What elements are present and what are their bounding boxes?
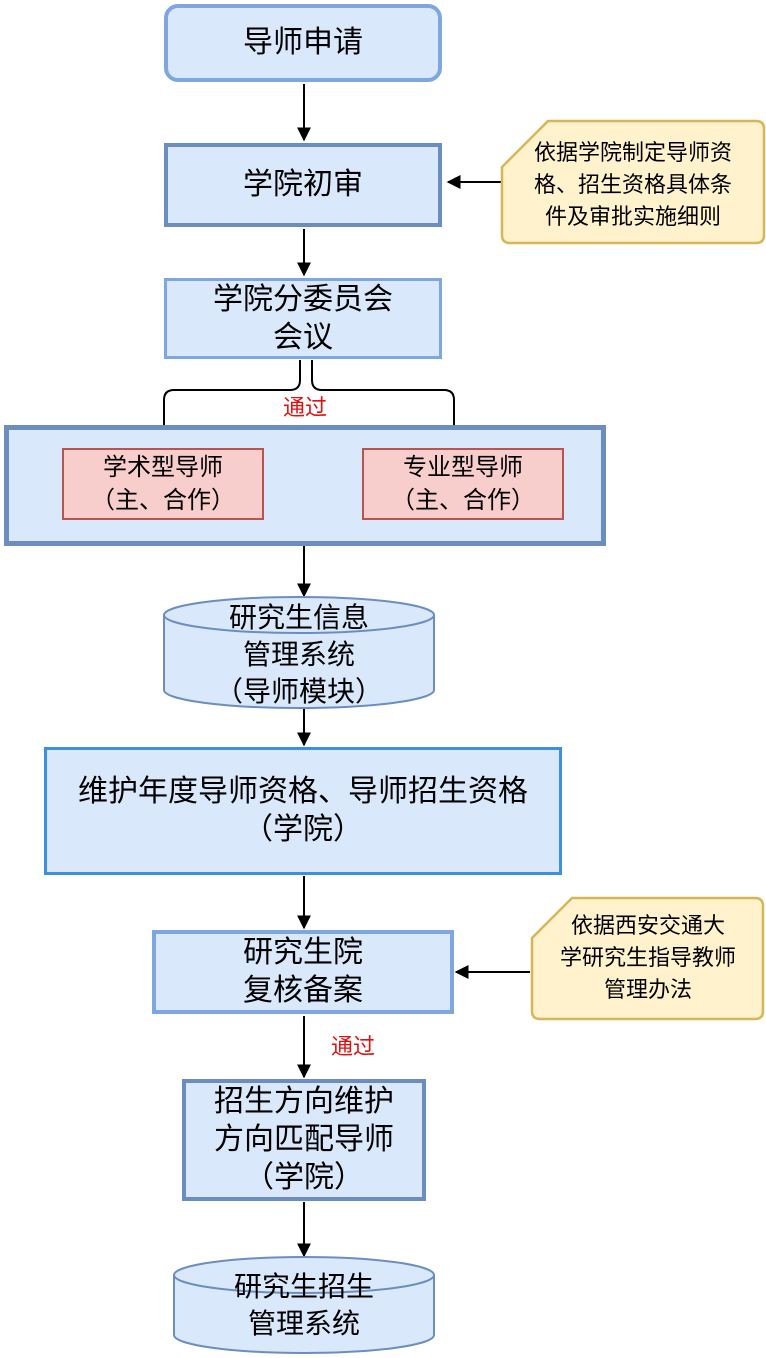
node-initial-review: 学院初审	[164, 143, 442, 227]
node-admission-system-line1: 研究生招生	[233, 1270, 374, 1303]
node-info-system-line3: （导师模块）	[214, 674, 383, 708]
node-admission-system-line2: 管理系统	[247, 1307, 360, 1340]
node-maintain-line1: 维护年度导师资格、导师招生资格	[78, 774, 528, 809]
node-graduate-review: 研究生院 复核备案	[152, 930, 454, 1014]
node-maintain-line2: （学院）	[243, 812, 363, 847]
node-committee-meeting: 学院分委员会 会议	[164, 278, 442, 359]
node-committee-line1: 学院分委员会	[213, 281, 393, 317]
node-direction-line1: 招生方向维护	[214, 1084, 394, 1119]
node-info-system-line1: 研究生信息	[228, 600, 369, 634]
info-system-cylinder	[163, 596, 435, 709]
note2-line3: 管理办法	[603, 978, 692, 1003]
note2-line1: 依据西安交通大	[570, 914, 725, 939]
edge-label-pass-1: 通过	[282, 396, 327, 421]
node-direction-line2: 方向匹配导师	[214, 1122, 394, 1157]
node-graduate-review-line1: 研究生院	[243, 935, 363, 970]
node-initial-review-text: 学院初审	[243, 167, 363, 202]
edge-label-pass-2: 通过	[330, 1035, 375, 1060]
note2-shape	[530, 896, 765, 1021]
node-academic-tutor: 学术型导师 （主、合作）	[62, 448, 264, 520]
note1-line1: 依据学院制定导师资	[533, 141, 732, 166]
note1-shape	[500, 119, 766, 245]
note-university-rules: 依据西安交通大 学研究生指导教师 管理办法	[534, 904, 762, 1014]
node-apply: 导师申请	[164, 4, 442, 82]
node-professional-tutor: 专业型导师 （主、合作）	[362, 448, 564, 520]
node-academic-line2: （主、合作）	[91, 486, 235, 514]
node-professional-line2: （主、合作）	[391, 486, 535, 514]
note1-line3: 件及审批实施细则	[544, 205, 721, 230]
node-graduate-review-line2: 复核备案	[243, 973, 363, 1008]
note-college-rules: 依据学院制定导师资 格、招生资格具体条 件及审批实施细则	[504, 132, 762, 240]
note2-line2: 学研究生指导教师	[559, 946, 736, 971]
node-academic-line1: 学术型导师	[103, 453, 223, 481]
node-info-system-line2: 管理系统	[242, 637, 355, 671]
node-admission-system: 研究生招生 管理系统	[174, 1262, 434, 1348]
node-info-system: 研究生信息 管理系统 （导师模块）	[164, 598, 434, 710]
note1-line2: 格、招生资格具体条	[533, 173, 732, 198]
node-professional-line1: 专业型导师	[403, 453, 523, 481]
admission-system-cylinder	[173, 1256, 435, 1354]
node-maintain-qualification: 维护年度导师资格、导师招生资格 （学院）	[44, 747, 562, 875]
node-direction-line3: （学院）	[244, 1160, 364, 1195]
arrow-committee-to-professional	[311, 360, 461, 447]
node-committee-line2: 会议	[273, 319, 333, 355]
node-apply-text: 导师申请	[243, 25, 363, 60]
node-direction-maintain: 招生方向维护 方向匹配导师 （学院）	[182, 1079, 426, 1201]
arrow-committee-to-academic	[157, 360, 301, 447]
